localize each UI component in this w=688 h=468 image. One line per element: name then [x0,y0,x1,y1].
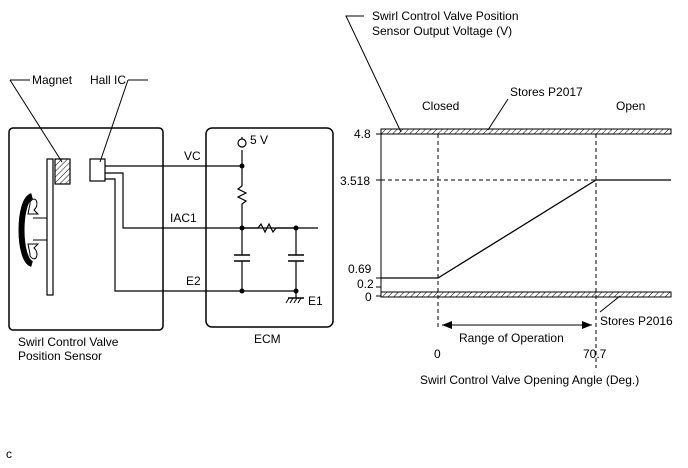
sensor-label-line1: Swirl Control Valve [18,335,119,349]
terminal-e1-label: E1 [308,294,323,308]
rotation-arrow-icon [18,193,47,267]
x-axis-title: Swirl Control Valve Opening Angle (Deg.) [420,373,639,387]
y-tick-3-518: 3.518 [340,174,370,188]
open-label: Open [616,99,645,113]
terminal-iac1-label: IAC1 [170,211,197,225]
hall-ic [89,158,106,182]
y-tick-4-8: 4.8 [354,127,371,141]
magnet-label: Magnet [32,73,73,87]
x-tick-70-7: 70.7 [583,347,607,361]
lower-limit-band [380,291,672,298]
terminal-vc-label: VC [184,149,201,163]
y-axis-title-line1: Swirl Control Valve Position [372,9,519,23]
voltage-graph: Swirl Control Valve Position Sensor Outp… [340,9,673,387]
y-tick-0: 0 [365,290,372,304]
ecm-label: ECM [254,332,281,346]
terminal-e2-label: E2 [186,274,201,288]
range-of-operation-label: Range of Operation [459,331,564,345]
x-tick-0: 0 [434,347,441,361]
figure-code: c [6,447,12,461]
upper-limit-band [380,128,672,135]
sensor-box [8,127,164,331]
magnet [54,158,71,185]
closed-label: Closed [422,99,459,113]
output-voltage-line [381,179,671,279]
hall-ic-label: Hall IC [90,73,126,87]
y-tick-0-2: 0.2 [357,277,374,291]
circuit-diagram: Magnet Hall IC Swirl Control Valve Posit… [8,73,334,363]
supply-voltage-label: 5 V [250,133,268,147]
sensor-label-line2: Position Sensor [18,349,102,363]
valve-plate [46,158,54,296]
stores-p2016-label: Stores P2016 [600,314,673,328]
stores-p2017-label: Stores P2017 [510,85,583,99]
ground-icon [285,297,304,304]
y-tick-0-69: 0.69 [348,262,372,276]
y-axis-title-line2: Sensor Output Voltage (V) [372,24,512,38]
